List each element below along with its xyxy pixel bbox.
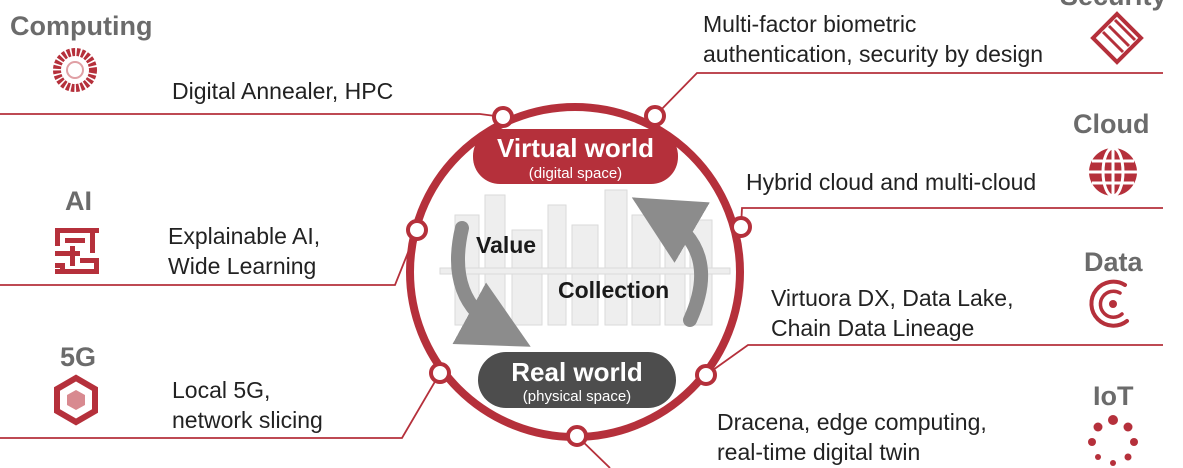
description-line: Dracena, edge computing, [717,409,987,435]
value-arrow [451,221,531,347]
ring-node [492,106,514,128]
connector-lines [0,72,1163,468]
ring-node [566,425,588,447]
description-line: Explainable AI, [168,223,321,249]
virtual-world-title: Virtual world [497,133,654,163]
ring-nodes [406,105,752,447]
description-line: Digital Annealer, HPC [172,78,394,104]
ring-node [730,216,752,238]
virtual-world-pill: Virtual world (digital space) [473,129,678,184]
data-label: Data [1084,247,1143,277]
hexagon-icon [54,374,98,426]
iot-label: IoT [1093,381,1134,411]
description-line: real-time digital twin [717,439,921,465]
real-world-title: Real world [511,357,642,387]
cloud-description: Hybrid cloud and multi-cloud [746,167,1036,197]
spiral-icon [1089,279,1129,328]
real-world-subtitle: (physical space) [523,388,631,405]
real-world-pill: Real world (physical space) [478,352,676,408]
description-line: Hybrid cloud and multi-cloud [746,169,1037,195]
ring-node [644,105,666,127]
ring-segments-icon [53,48,97,92]
description-line: Multi-factor biometric [703,11,917,37]
cloud-label: Cloud [1073,109,1150,139]
description-line: network slicing [172,407,323,433]
computing-label: Computing [10,11,153,41]
dots-circle-icon [1088,415,1138,466]
collection-label: Collection [558,277,669,303]
virtual-world-subtitle: (digital space) [529,165,622,182]
description-line: authentication, security by design [703,41,1044,67]
5g-description: Local 5G, network slicing [172,375,323,435]
description-line: Virtuora DX, Data Lake, [771,285,1014,311]
5g-label: 5G [60,342,97,372]
ring-node [406,219,428,241]
ai-label: AI [65,186,92,216]
computing-description: Digital Annealer, HPC [172,76,393,106]
collection-arrow [631,197,710,327]
ai-description: Explainable AI, Wide Learning [168,221,320,281]
diamond-lines-icon [1090,11,1144,65]
maze-icon [55,228,99,274]
globe-icon [1089,146,1137,198]
description-line: Local 5G, [172,377,271,403]
data-description: Virtuora DX, Data Lake, Chain Data Linea… [771,283,1013,343]
security-description: Multi-factor biometric authentication, s… [703,9,1043,69]
ring-node [695,364,717,386]
security-label: Security [1060,0,1167,12]
description-line: Chain Data Lineage [771,315,975,341]
value-label: Value [476,232,536,258]
iot-description: Dracena, edge computing, real-time digit… [717,407,987,467]
ring-node [429,362,451,384]
description-line: Wide Learning [168,253,317,279]
